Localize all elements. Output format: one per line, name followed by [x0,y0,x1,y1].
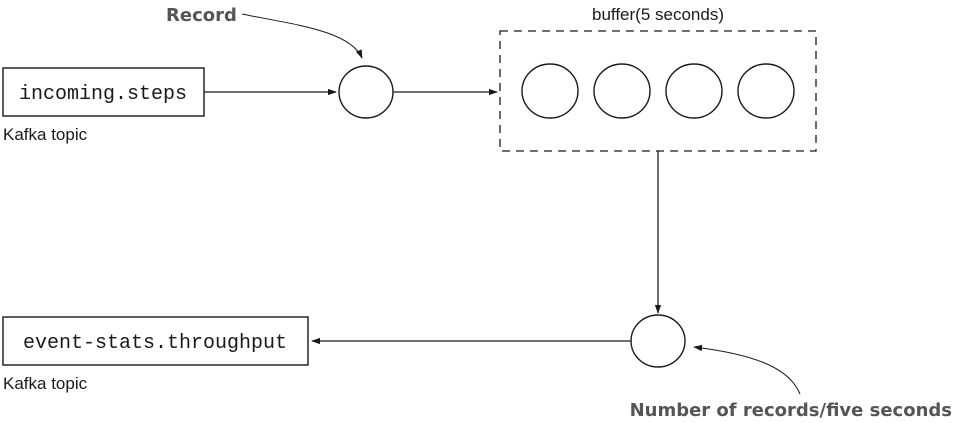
output-topic-name: event-stats.throughput [23,332,287,355]
result-circle [630,314,686,368]
source-topic-type-label: Kafka topic [3,125,88,144]
buffer-label: buffer(5 seconds) [592,5,724,24]
source-topic-name: incoming.steps [19,83,187,106]
record-callout-line [241,13,363,59]
buffered-record-2 [593,63,651,119]
buffered-record-1 [521,63,579,119]
record-label: Record [166,5,237,26]
output-topic-type-label: Kafka topic [3,374,88,393]
buffered-record-4 [737,63,795,119]
buffer: buffer(5 seconds) [499,5,817,152]
source-topic: incoming.steps Kafka topic [2,67,205,144]
result-callout-line [693,344,801,395]
buffered-record-3 [665,63,723,119]
result-label: Number of records/five seconds [630,400,952,421]
source-topic-box [2,67,205,117]
output-topic-box [2,316,309,366]
record-circle [338,65,394,119]
output-topic: event-stats.throughput Kafka topic [2,316,309,393]
